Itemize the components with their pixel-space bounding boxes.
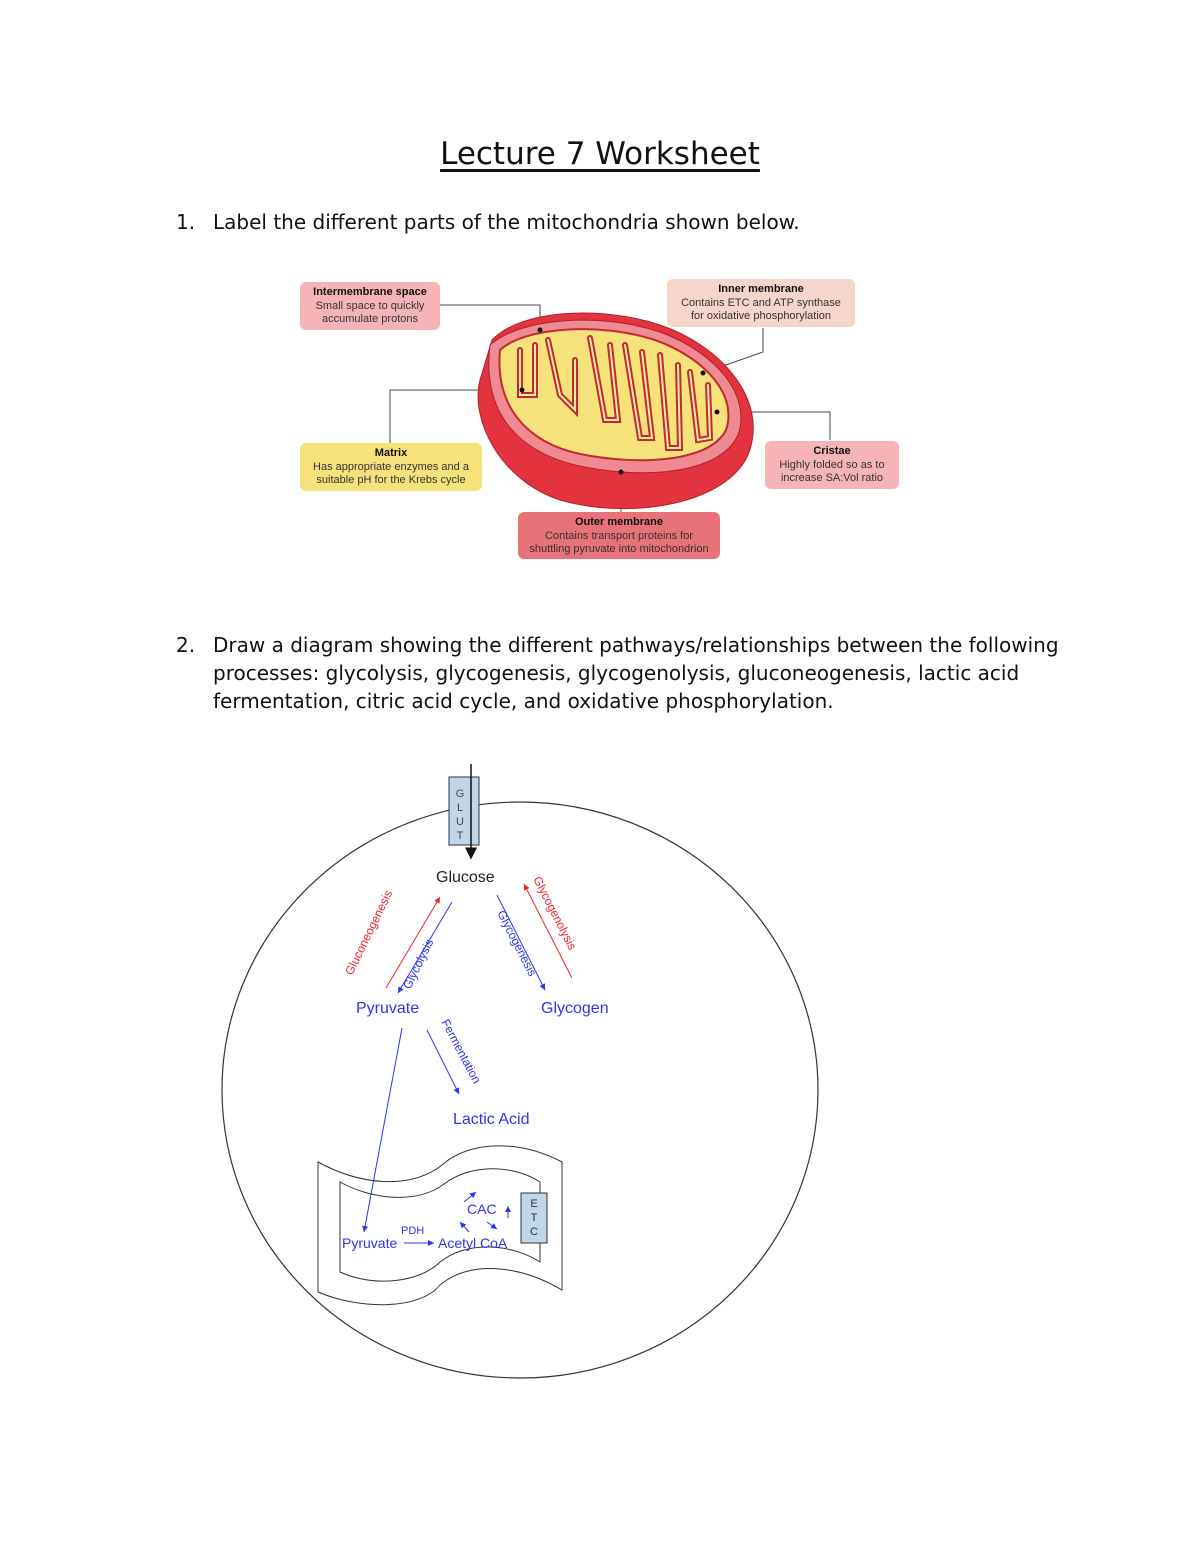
label-outer-membrane: Outer membrane Contains transport protei…: [518, 512, 720, 559]
fermentation-arrow: [426, 1029, 460, 1095]
fermentation-label: Fermentation: [438, 1017, 484, 1086]
cell-membrane: [221, 801, 819, 1379]
gluconeogenesis-arrow: [385, 896, 441, 989]
cac-label: CAC: [467, 1201, 497, 1217]
pointer-dots: [519, 327, 720, 475]
gluconeogenesis-label: Gluconeogenesis: [342, 888, 395, 977]
glut-letter: G: [456, 788, 465, 800]
question-number: 2.: [176, 633, 196, 657]
glut-letter: L: [457, 802, 463, 814]
glycolysis-arrow: [397, 901, 453, 994]
label-intermembrane-space: Intermembrane space Small space to quick…: [300, 282, 440, 330]
mitochondrion: [317, 1145, 563, 1306]
pyruvate-transport-arrow: [362, 1027, 403, 1233]
etc-letter: E: [530, 1198, 537, 1210]
glut-letter: U: [456, 816, 464, 828]
glycogenolysis-arrow: [523, 883, 573, 979]
page-title: Lecture 7 Worksheet: [440, 136, 760, 172]
glucose-label: Glucose: [436, 869, 495, 886]
question-number: 1.: [176, 210, 196, 234]
glycogenolysis-label: Glycogenolysis: [530, 874, 579, 952]
etc-box: [520, 1192, 548, 1244]
etc-letter: C: [530, 1226, 538, 1238]
lactic-acid-label: Lactic Acid: [453, 1111, 529, 1128]
etc-letter: T: [531, 1212, 538, 1224]
question-text: Label the different parts of the mitocho…: [213, 210, 800, 234]
glycogenesis-arrow: [496, 894, 546, 991]
pdh-label: PDH: [401, 1225, 424, 1237]
question-text: Draw a diagram showing the different pat…: [213, 633, 1059, 713]
mito-pyruvate-label: Pyruvate: [342, 1235, 397, 1251]
glycogenesis-label: Glycogenesis: [494, 908, 539, 979]
cac-cycle-arrows: [459, 1191, 511, 1233]
label-inner-membrane: Inner membrane Contains ETC and ATP synt…: [667, 279, 855, 327]
glycogen-label: Glycogen: [541, 1000, 609, 1017]
acetyl-coa-label: Acetyl CoA: [438, 1235, 508, 1251]
glut-transporter: [448, 776, 480, 846]
glut-letter: T: [457, 830, 464, 842]
glycolysis-label: Glycolysis: [400, 937, 436, 992]
label-matrix: Matrix Has appropriate enzymes and a sui…: [300, 443, 482, 491]
label-cristae: Cristae Highly folded so as to increase …: [765, 441, 899, 489]
pyruvate-label: Pyruvate: [356, 1000, 419, 1017]
